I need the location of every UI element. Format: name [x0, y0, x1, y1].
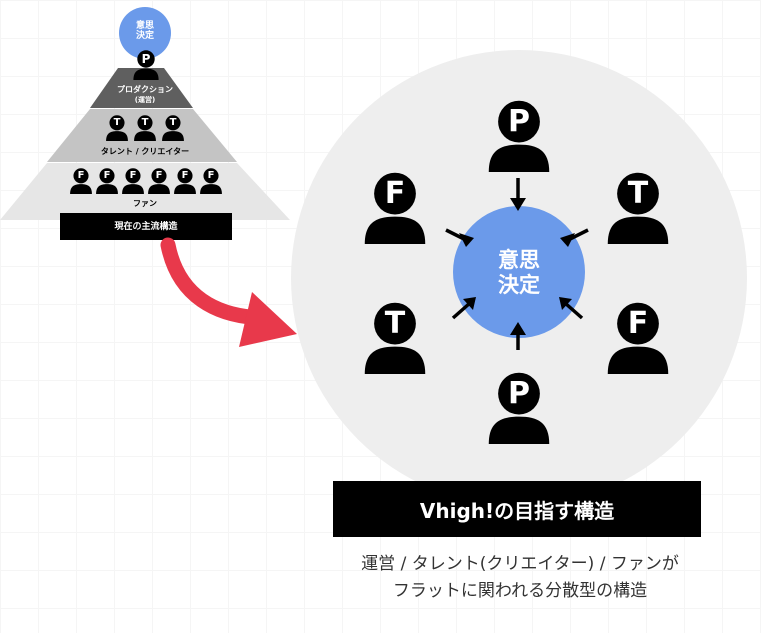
person-letter-top: P	[508, 104, 530, 139]
structure-description-line1: 運営 / タレント(クリエイター) / ファンが	[361, 554, 679, 574]
pyramid-decision-label-line1: 意思	[135, 21, 154, 31]
pyramid-production-label-text: プロダクション	[117, 85, 173, 94]
pyramid-decision-label-line2: 決定	[135, 31, 154, 42]
distributed-diagram	[291, 50, 747, 506]
pyramid-fan-label: ファン	[133, 199, 157, 208]
pyramid-production-sublabel-text: (運営)	[134, 96, 156, 104]
arrow-from-bottom	[510, 322, 526, 350]
structure-description-line2: フラットに関われる分散型の構造	[392, 581, 648, 601]
decision-circle	[453, 206, 585, 338]
pyramid-production-letter: P	[141, 52, 151, 66]
arrow-from-lower-right	[559, 297, 584, 320]
inward-arrows	[445, 178, 589, 350]
pyramid-production-label: プロダクション (運営)	[95, 85, 195, 105]
pyramid-fan-letter: F	[207, 170, 215, 181]
pyramid-fan-letter: F	[77, 170, 85, 181]
structure-description: 運営 / タレント(クリエイター) / ファンが フラットに関われる分散型の構造	[300, 551, 740, 605]
pyramid-talent-label: タレント / クリエイター	[100, 147, 190, 156]
arrow-from-upper-right	[560, 228, 589, 247]
transition-arrow	[160, 237, 297, 347]
pyramid-talent-letter: T	[169, 117, 177, 128]
pyramid-tier-fan	[0, 163, 290, 220]
arrow-from-top	[510, 178, 526, 211]
vhigh-structure-banner: Vhigh!の目指す構造	[333, 481, 701, 537]
decision-label-line1: 意思	[498, 248, 540, 272]
person-letter-upper-left: F	[384, 176, 406, 211]
pyramid-banner-bg	[60, 213, 232, 240]
arrow-from-upper-left	[445, 228, 474, 247]
decision-label-line2: 決定	[498, 273, 540, 297]
pyramid-tier-production	[90, 68, 193, 108]
pyramid-talent-letter: T	[141, 117, 149, 128]
pyramid-fan-letter: F	[181, 170, 189, 181]
person-letter-bottom: P	[508, 376, 530, 411]
pyramid-talent-letter: T	[113, 117, 121, 128]
pyramid-banner-text: 現在の主流構造	[114, 222, 178, 232]
pyramid-decision-circle	[119, 7, 171, 59]
person-letter-lower-left: T	[384, 306, 406, 341]
person-letter-lower-right: F	[627, 306, 649, 341]
pyramid-diagram	[0, 7, 290, 240]
pyramid-fan-letter: F	[103, 170, 111, 181]
person-letter-upper-right: T	[627, 176, 649, 211]
pyramid-decision-label: 意思 決定	[119, 21, 171, 42]
pyramid-fan-letter: F	[155, 170, 163, 181]
decision-label: 意思 決定	[469, 248, 569, 298]
arrow-from-lower-left	[451, 297, 476, 320]
pyramid-fan-letter: F	[129, 170, 137, 181]
